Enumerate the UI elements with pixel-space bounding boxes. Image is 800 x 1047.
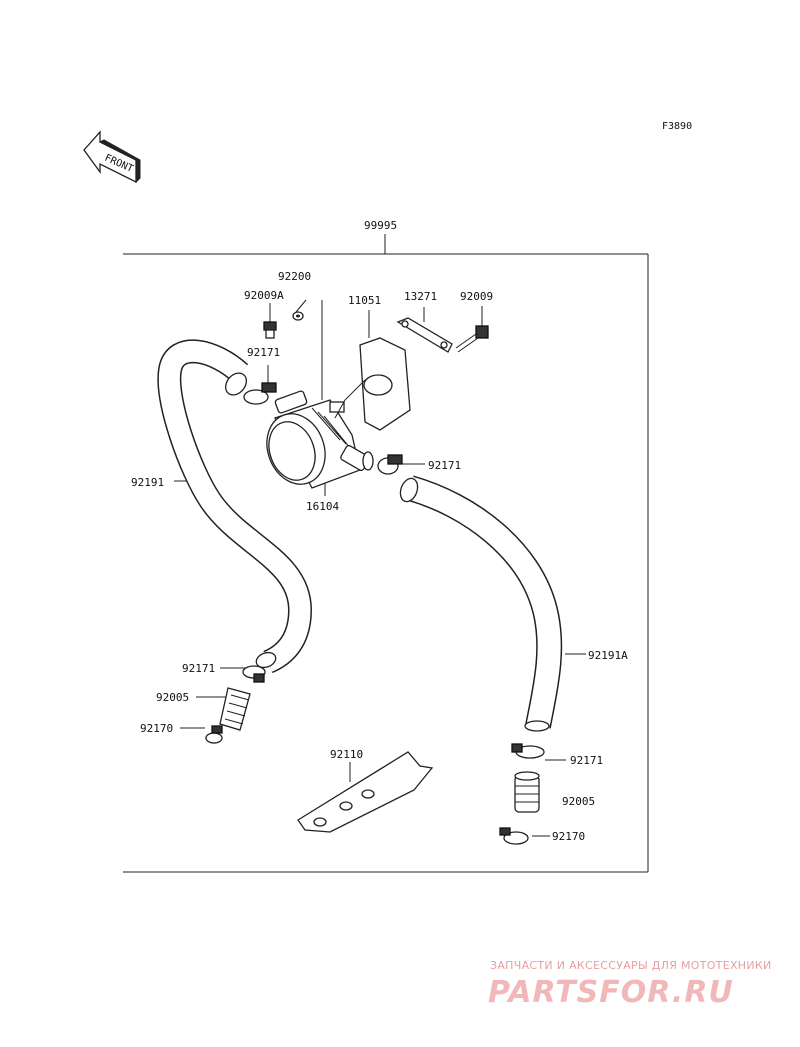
bracket-11051 — [334, 337, 411, 431]
label-92171-right: 92171 — [570, 754, 603, 767]
watermark-site: PARTSFOR.RU — [488, 975, 734, 1010]
label-92171-left: 92171 — [182, 662, 215, 675]
label-13271: 13271 — [404, 290, 437, 303]
clamp-92170-right — [499, 827, 529, 845]
label-92170-left: 92170 — [140, 722, 173, 735]
label-92005-left: 92005 — [156, 691, 189, 704]
assembly-frame — [123, 234, 649, 873]
label-11051: 11051 — [348, 294, 381, 307]
front-arrow-icon: FRONT — [83, 130, 141, 184]
hose-92191A — [399, 475, 563, 732]
leader-lines — [174, 299, 586, 837]
hose-92191 — [157, 339, 313, 674]
label-92009: 92009 — [460, 290, 493, 303]
fitting-92005-left — [219, 687, 251, 731]
clamp-92171-mid — [377, 454, 403, 475]
label-16104: 16104 — [306, 500, 339, 513]
cover-92110 — [297, 751, 434, 833]
bolt-92009A — [263, 321, 277, 339]
label-92005-right: 92005 — [562, 795, 595, 808]
label-92191A: 92191A — [588, 649, 628, 662]
valve-16104 — [266, 390, 374, 489]
label-92009A: 92009A — [244, 289, 284, 302]
label-92110: 92110 — [330, 748, 363, 761]
label-92170-right: 92170 — [552, 830, 585, 843]
label-92171-top: 92171 — [247, 346, 280, 359]
clamp-92171-right — [511, 743, 545, 759]
fitting-92005-right — [514, 771, 540, 813]
label-92171-mid: 92171 — [428, 459, 461, 472]
bolt-92009 — [455, 325, 489, 353]
figure-code: F3890 — [662, 121, 692, 132]
washer-92200 — [292, 311, 304, 321]
watermark-tagline: ЗАПЧАСТИ И АКСЕССУАРЫ ДЛЯ МОТОТЕХНИКИ — [490, 959, 772, 972]
label-92191: 92191 — [131, 476, 164, 489]
plate-13271 — [396, 317, 453, 353]
clamp-92170-left — [205, 725, 223, 744]
label-92200: 92200 — [278, 270, 311, 283]
clamp-92171-top — [243, 382, 277, 405]
label-99995: 99995 — [364, 219, 397, 232]
clamp-92171-left — [242, 665, 266, 683]
